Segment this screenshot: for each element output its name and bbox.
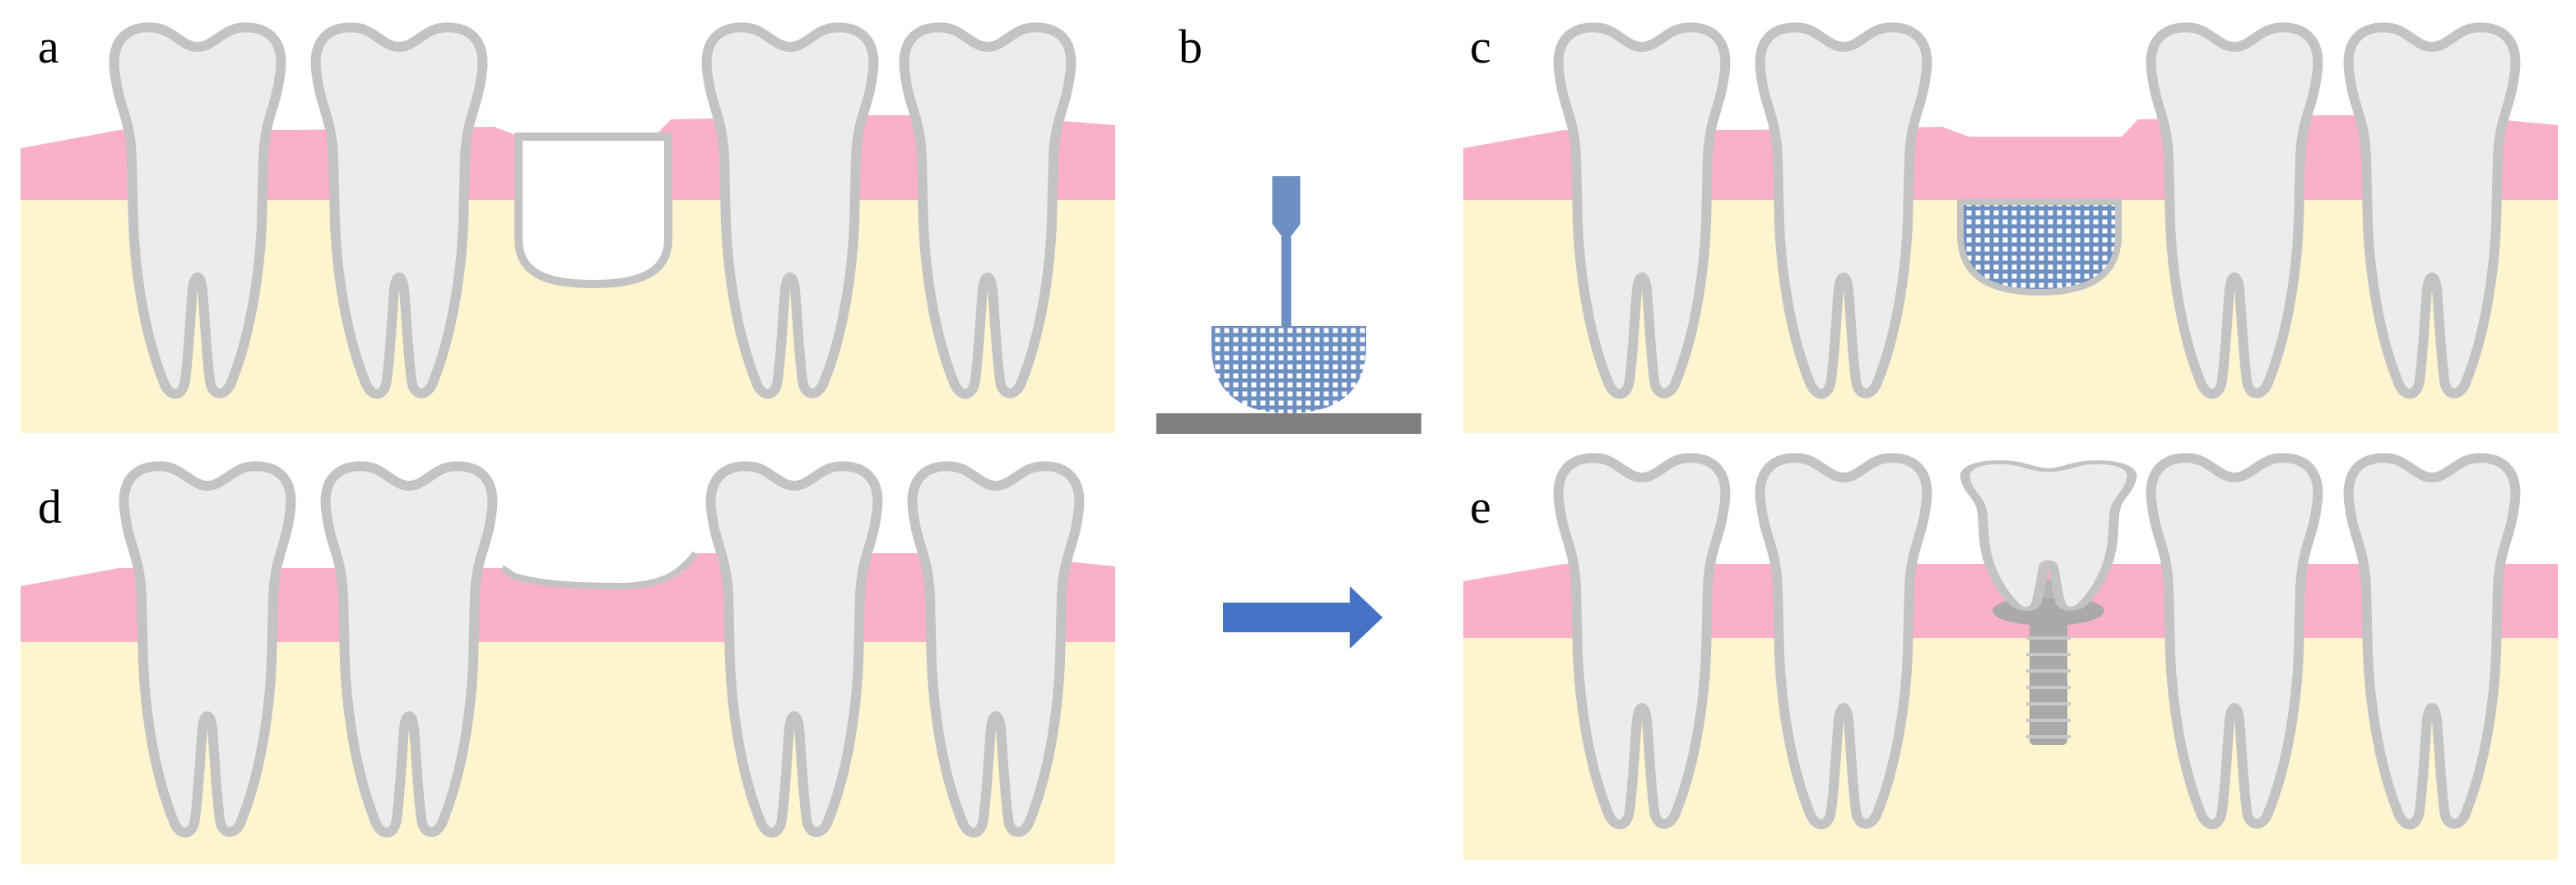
panel-label: e: [1470, 480, 1491, 533]
panel-e: e: [1463, 458, 2558, 860]
right-arrow-icon: [1223, 586, 1383, 649]
panel-label: c: [1470, 20, 1491, 73]
extraction-socket: [514, 133, 672, 289]
panel-c: c: [1463, 20, 2558, 433]
panel-a: a: [21, 20, 1115, 433]
panel-label: d: [38, 480, 62, 533]
panel-label: a: [38, 20, 59, 73]
panel-b: b: [1156, 20, 1421, 434]
scaffold-in-socket: [1957, 198, 2122, 296]
panel-label: b: [1179, 20, 1202, 73]
panel-d: d: [21, 466, 1115, 864]
3d-printer-nozzle-icon: [1272, 176, 1300, 328]
printed-scaffold: [1211, 326, 1366, 413]
healed-gum-edge: [500, 551, 699, 590]
print-platform: [1156, 413, 1421, 434]
